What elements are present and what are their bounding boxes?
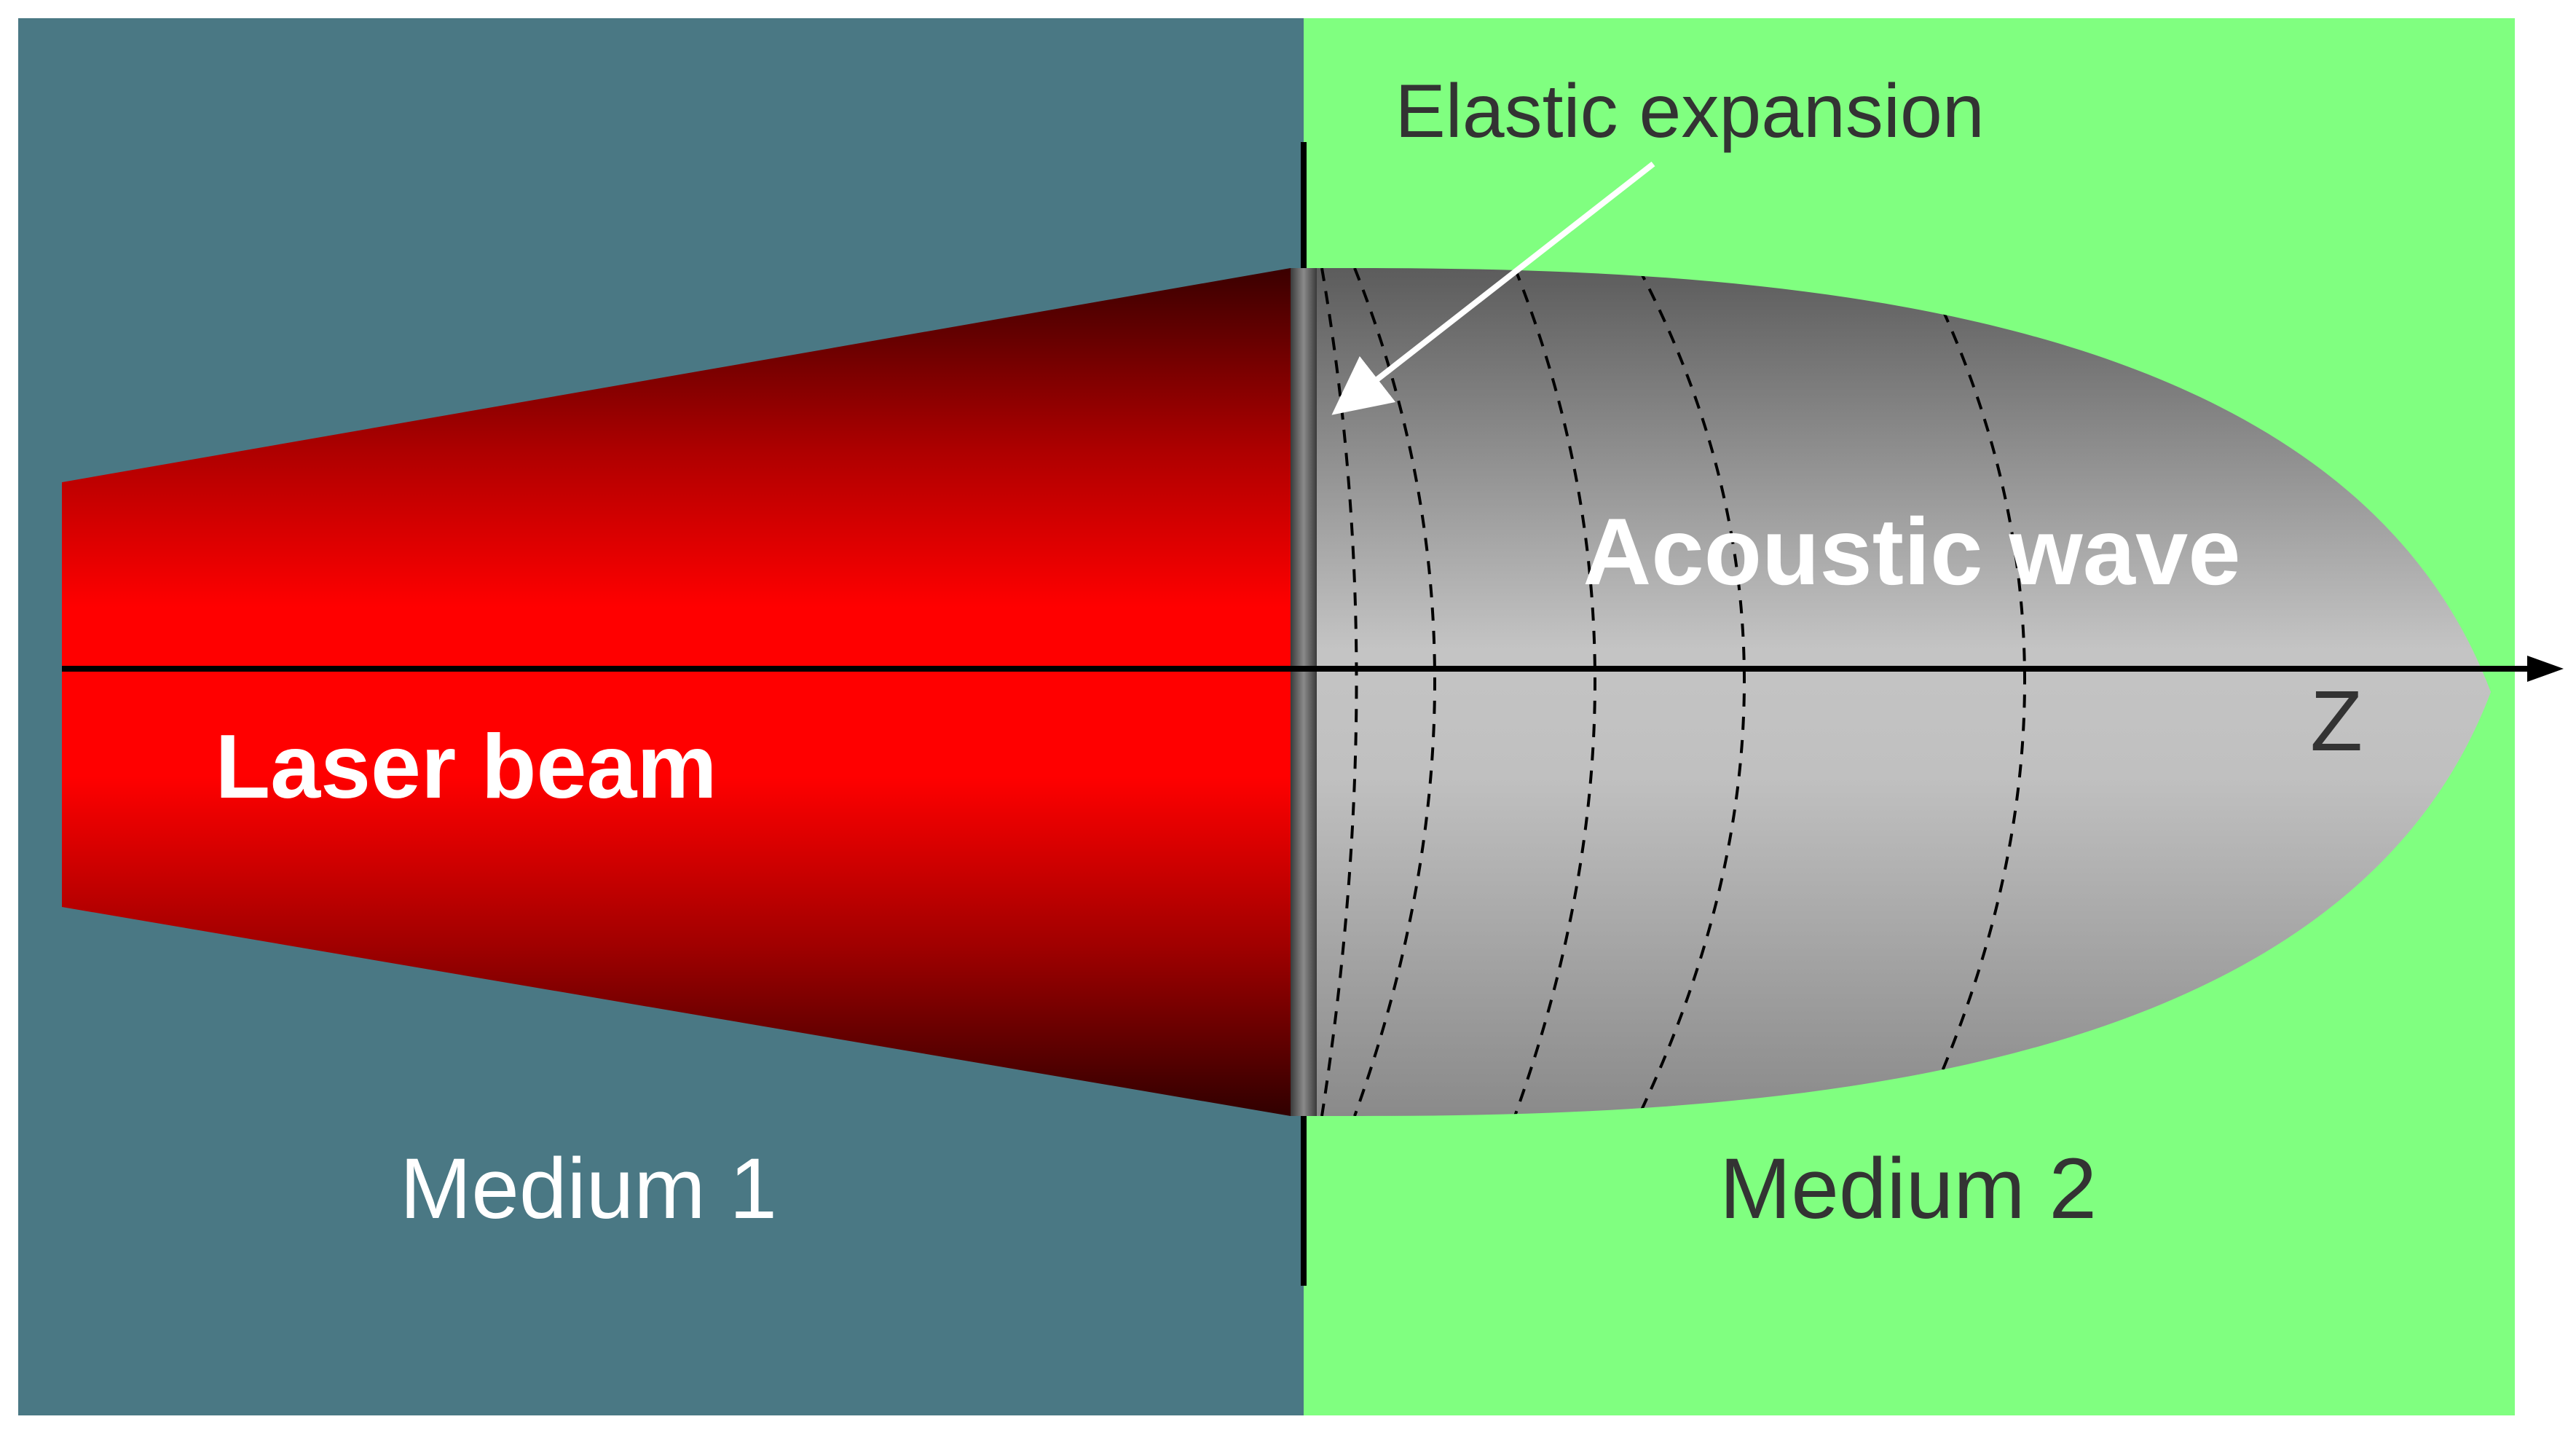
medium1-label: Medium 1: [400, 1141, 777, 1237]
laser-beam-shape: [62, 268, 1291, 1116]
medium2-label: Medium 2: [1720, 1141, 2097, 1237]
elastic-expansion-label: Elastic expansion: [1395, 69, 1984, 154]
wavefront-4: [1637, 268, 1746, 1116]
laser-beam-label: Laser beam: [215, 717, 717, 817]
acoustic-wave-label: Acoustic wave: [1583, 498, 2240, 605]
z-axis-label: Z: [2310, 673, 2363, 769]
acoustic-wave-shape: [1299, 268, 2491, 1116]
wavefront-5: [1921, 268, 2026, 1116]
wavefront-3: [1513, 268, 1596, 1116]
z-axis-arrowhead: [2527, 656, 2564, 682]
absorber-plate: [1291, 268, 1317, 1116]
elastic-expansion-arrow: [1331, 161, 1655, 415]
